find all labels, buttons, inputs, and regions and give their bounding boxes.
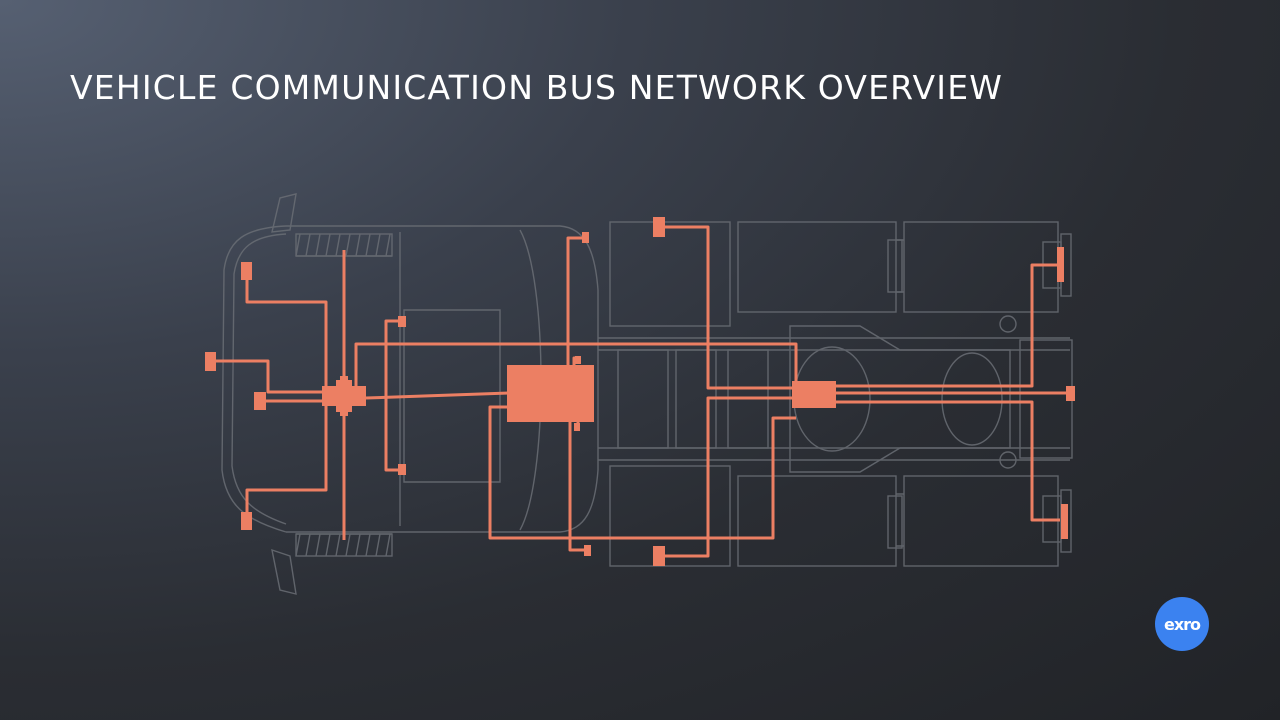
node-tank-upper [653,217,665,237]
node-front-left-upper [241,262,252,280]
logo-text: exro [1163,614,1201,634]
node-rear-upper [1057,247,1064,282]
node-rear-gateway [792,381,836,408]
exro-logo: exro [1155,597,1209,651]
node-cab-upper [398,316,406,327]
node-rear-center [1066,386,1075,401]
node-cab-right-upper [582,232,589,243]
node-cab-lower [398,464,406,475]
node-front-left-lower [241,512,252,530]
node-central-ecu [507,365,594,422]
node-cab-right-lower [584,545,591,556]
node-tank-lower [653,546,665,566]
bus-nodes [205,217,1075,566]
node-rear-lower [1061,504,1068,539]
bus-lines [210,225,1070,558]
page-title: VEHICLE COMMUNICATION BUS NETWORK OVERVI… [70,68,1004,107]
node-front-left-edge [205,352,216,371]
node-front-left-mid [254,392,266,410]
